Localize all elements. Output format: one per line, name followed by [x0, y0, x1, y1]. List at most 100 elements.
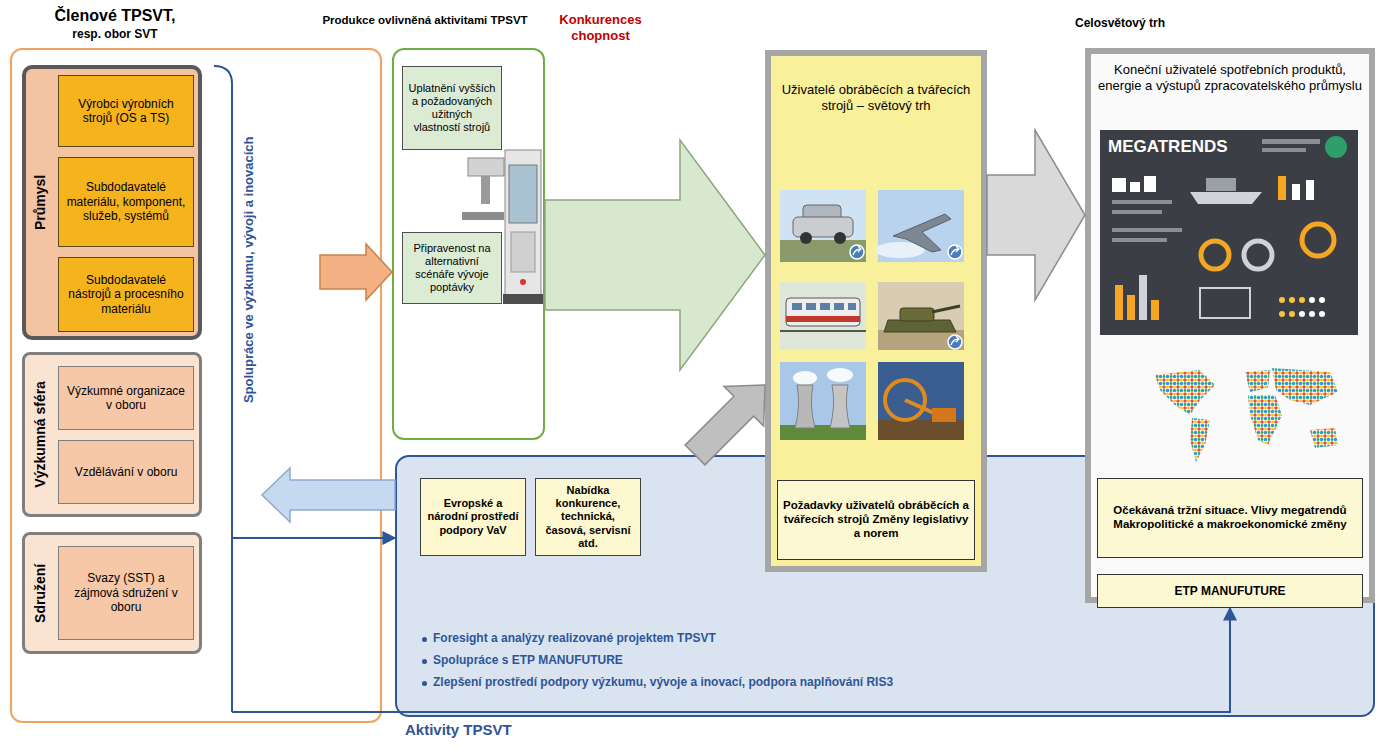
member-box: Subdodavatelé materiálu, komponent, služ…	[58, 157, 194, 247]
car-photo	[780, 240, 866, 262]
machine-tool-illustration	[505, 150, 541, 300]
car-photo	[780, 190, 866, 262]
excavator-photo	[878, 362, 964, 440]
megatrends-infographic	[1190, 192, 1262, 204]
megatrends-infographic	[1279, 297, 1285, 303]
megatrends-infographic	[1201, 241, 1229, 269]
text-holder: resp. obor SVT	[40, 27, 190, 41]
megatrends-infographic	[1309, 311, 1315, 317]
power-plant-photo	[793, 371, 817, 385]
bullet-dot	[422, 681, 427, 686]
megatrends-infographic	[1112, 210, 1162, 214]
bracket-label: Spolupráce ve výzkumu, vývoji a inovacíc…	[240, 136, 256, 403]
machine-tool-illustration	[462, 212, 504, 220]
box-text: Evropské a národní prostředí podpory VaV	[426, 497, 520, 537]
megatrends-infographic	[1206, 178, 1236, 191]
box-text: Svazy (SST) a zájmová sdružení v oboru	[64, 571, 188, 614]
megatrends-infographic	[1144, 176, 1156, 192]
jet-photo	[875, 190, 964, 262]
property-box: Připravenost na alternativní scénáře výv…	[402, 232, 502, 304]
text-holder: Koneční uživatelé spotřebních produktů, …	[1097, 62, 1363, 93]
member-box: Vzdělávání v oboru	[58, 440, 194, 504]
text-holder: MEGATRENDS	[1108, 137, 1248, 157]
machine-tool-illustration	[509, 165, 537, 223]
tank-photo	[932, 306, 960, 312]
megatrends-infographic	[1319, 311, 1325, 317]
megatrends-infographic	[1100, 130, 1358, 335]
megatrends-infographic	[1112, 178, 1126, 192]
car-photo	[853, 246, 861, 255]
machine-tool-illustration	[462, 150, 543, 304]
tank-photo	[948, 335, 962, 349]
group-label: Průmysl	[32, 174, 49, 229]
car-photo	[850, 245, 864, 259]
panel-heading: Uživatelé obráběcích a tvářecích strojů …	[775, 82, 977, 113]
machine-tool-illustration	[503, 294, 543, 304]
megatrends-infographic	[1278, 176, 1286, 200]
bullet-item: Spolupráce s ETP MANUFUTURE	[433, 653, 1133, 667]
info-box: Očekávaná tržní situace. Vlivy megatrend…	[1097, 478, 1363, 558]
machine-tool-illustration	[468, 158, 504, 176]
text-holder: Zlepšení prostředí podpory výzkumu, vývo…	[433, 675, 1133, 689]
megatrends-infographic	[1325, 136, 1347, 158]
bullet-dot	[422, 637, 427, 642]
world-map-people	[1272, 368, 1338, 405]
info-box: Nabídka konkurence, technická, časová, s…	[535, 478, 641, 556]
train-photo	[848, 303, 856, 310]
megatrends-infographic	[1309, 297, 1315, 303]
box-text: ETP MANUFUTURE	[1174, 584, 1285, 598]
tank-photo	[884, 320, 956, 332]
tank-photo	[951, 336, 959, 345]
megatrends-infographic	[1127, 295, 1135, 320]
flow-arrow	[987, 130, 1085, 300]
power-plant-photo	[795, 385, 815, 428]
column-heading: Členové TPSVT,	[40, 6, 190, 25]
text-holder: Uživatelé obráběcích a tvářecích strojů …	[775, 82, 977, 113]
box-text: Požadavky uživatelů obráběcích a tvářecí…	[783, 499, 969, 540]
cooperation-bracket	[214, 66, 232, 712]
train-photo	[834, 303, 844, 310]
flow-arrow	[545, 140, 765, 370]
infographic-title: MEGATRENDS	[1108, 137, 1248, 157]
megatrends-infographic	[1292, 184, 1300, 200]
train-photo	[786, 316, 860, 322]
bullet-item: Zlepšení prostředí podpory výzkumu, vývo…	[433, 675, 1133, 689]
excavator-photo	[878, 420, 964, 440]
megatrends-infographic	[1151, 300, 1159, 320]
box-text: Nabídka konkurence, technická, časová, s…	[541, 484, 635, 550]
column-heading: Produkce ovlivněná aktivitami TPSVT	[305, 14, 545, 28]
connector-line	[232, 537, 395, 539]
train-photo	[780, 330, 866, 332]
text-holder: Sdružení	[32, 563, 49, 622]
car-photo	[800, 232, 812, 244]
text-holder: Výzkumná sféra	[31, 381, 48, 488]
train-photo	[780, 282, 866, 350]
megatrends-infographic	[1262, 139, 1320, 144]
megatrends-infographic	[1299, 311, 1305, 317]
info-box: Požadavky uživatelů obráběcích a tvářecí…	[777, 480, 975, 560]
megatrends-infographic	[1302, 224, 1334, 256]
box-text: Vzdělávání v oboru	[75, 465, 178, 479]
feedback-arrow	[262, 468, 395, 522]
megatrends-infographic	[1244, 241, 1272, 269]
box-text: Připravenost na alternativní scénáře výv…	[408, 242, 496, 295]
car-photo	[834, 232, 846, 244]
info-box: Evropské a národní prostředí podpory VaV	[420, 478, 526, 556]
excavator-photo	[878, 362, 964, 440]
world-map-people	[1310, 428, 1338, 448]
tank-photo	[900, 308, 934, 321]
member-box: Subdodavatelé nástrojů a procesního mate…	[58, 257, 194, 332]
box-text: Očekávaná tržní situace. Vlivy megatrend…	[1103, 504, 1357, 532]
member-group-outline: Členové TPSVT,resp. obor SVTSpolupráce v…	[10, 48, 382, 723]
member-box: Výzkumné organizace v oboru	[58, 366, 194, 430]
megatrends-infographic	[1289, 297, 1295, 303]
group-label: Výzkumná sféra	[31, 381, 48, 488]
box-text: Výzkumné organizace v oboru	[64, 384, 188, 413]
world-map-people	[1155, 368, 1338, 462]
megatrends-infographic	[1262, 148, 1306, 152]
train-photo	[780, 282, 866, 350]
megatrends-infographic	[1112, 228, 1182, 232]
world-map-people	[1155, 370, 1215, 415]
train-photo	[786, 298, 860, 326]
